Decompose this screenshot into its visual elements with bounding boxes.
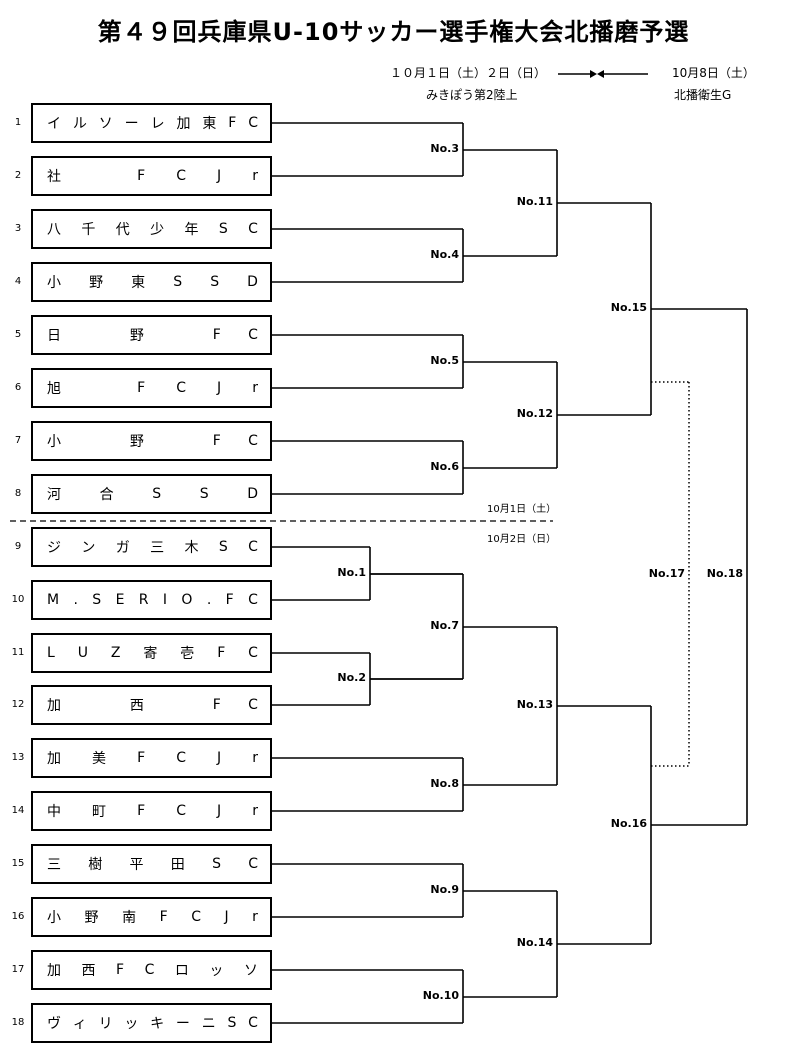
match-label-m18: No.18	[706, 567, 743, 580]
team-seed-number: 2	[14, 170, 22, 181]
final-venue: 北播衛生G	[674, 88, 732, 102]
match-label-m8: No.8	[430, 777, 459, 790]
team-seed-number: 11	[11, 647, 25, 658]
match-label-m7: No.7	[430, 619, 459, 632]
team-seed-number: 17	[11, 964, 25, 975]
team-seed-number: 3	[14, 223, 22, 234]
final-date: 10月8日（土）	[672, 66, 755, 80]
page-title: 第４９回兵庫県U-10サッカー選手権大会北播磨予選	[97, 18, 690, 46]
team-seed-number: 18	[11, 1017, 25, 1028]
team-seed-number: 12	[11, 699, 25, 710]
match-label-m4: No.4	[430, 248, 459, 261]
match-label-m5: No.5	[430, 354, 459, 367]
match-label-m13: No.13	[516, 698, 553, 711]
team-seed-number: 13	[11, 752, 25, 763]
team-seed-number: 10	[11, 594, 25, 605]
team-seed-number: 15	[11, 858, 25, 869]
match-label-m12: No.12	[516, 407, 553, 420]
team-seed-number: 4	[14, 276, 22, 287]
match-label-m2: No.2	[337, 671, 366, 684]
match-label-m3: No.3	[430, 142, 459, 155]
match-label-m6: No.6	[430, 460, 459, 473]
team-seed-number: 1	[14, 117, 22, 128]
round1-venue: みきぽう第2陸上	[426, 88, 518, 102]
team-seed-number: 7	[14, 435, 22, 446]
day2-label: 10月2日（日）	[487, 534, 557, 545]
date-arrow-icon	[558, 70, 648, 78]
team-seed-number: 5	[14, 329, 22, 340]
team-seed-number: 9	[14, 541, 22, 552]
match-label-m17: No.17	[648, 567, 685, 580]
match-label-m15: No.15	[610, 301, 647, 314]
round1-date: １０月１日（土）２日（日）	[390, 66, 547, 80]
match-label-m16: No.16	[610, 817, 647, 830]
team-seed-number: 14	[11, 805, 25, 816]
day1-label: 10月1日（土）	[487, 504, 557, 515]
match-label-m10: No.10	[422, 989, 459, 1002]
match-label-m11: No.11	[516, 195, 553, 208]
match-label-m14: No.14	[516, 936, 553, 949]
match-label-m1: No.1	[337, 566, 366, 579]
team-seed-number: 6	[14, 382, 22, 393]
team-seed-number: 8	[14, 488, 22, 499]
team-seed-number: 16	[11, 911, 25, 922]
match-label-m9: No.9	[430, 883, 459, 896]
